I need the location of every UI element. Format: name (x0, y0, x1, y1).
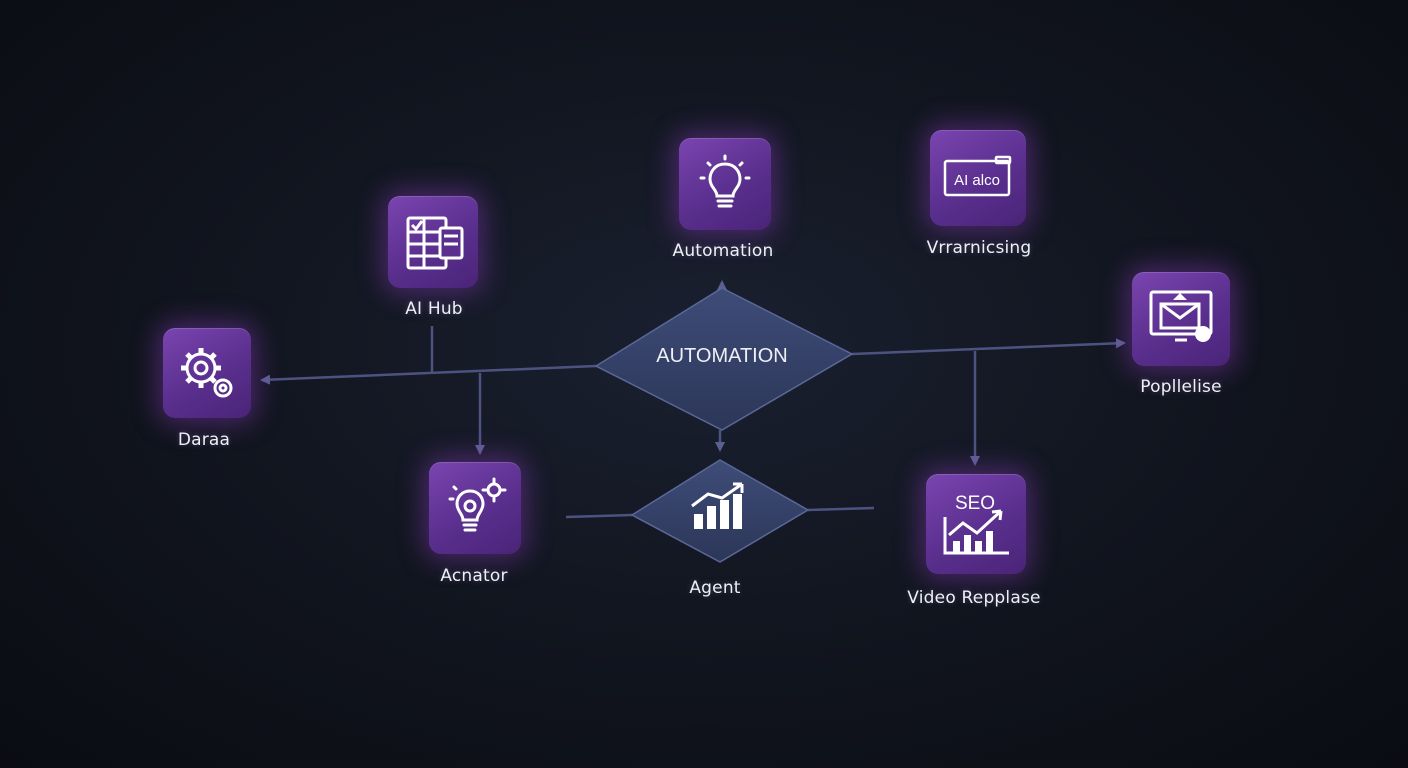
idea-gear-icon (448, 477, 507, 532)
checklist-icon (406, 216, 464, 270)
label-agent: Agent (689, 578, 741, 598)
center-label: AUTOMATION (656, 345, 787, 367)
label-vrarnicsing: Vrrarnicsing (926, 238, 1032, 258)
label-poplielise: Popllelise (1140, 377, 1222, 397)
label-daraa: Daraa (177, 430, 231, 450)
ai-screen-tile[interactable]: AI alco (930, 130, 1026, 226)
lightbulb-tile[interactable] (679, 138, 771, 230)
connector-agent-right (807, 506, 875, 512)
label-video: Video Repplase (907, 588, 1041, 608)
connector-to-daraa (260, 364, 597, 385)
gears-icon (181, 348, 233, 398)
growth-chart-icon (691, 482, 744, 529)
center-diamond (594, 287, 854, 431)
seo-chart-tile[interactable]: SEO (926, 474, 1026, 574)
label-acnator: Acnator (440, 566, 508, 586)
email-monitor-tile[interactable] (1132, 272, 1230, 366)
label-ai-hub: AI Hub (405, 299, 463, 319)
connector-to-poplielise (851, 338, 1126, 356)
seo-text: SEO (955, 493, 995, 514)
lightbulb-icon (699, 154, 751, 208)
email-monitor-icon (1149, 290, 1213, 342)
idea-gear-tile[interactable] (429, 462, 521, 554)
ai-screen-text: AI alco (954, 172, 1000, 189)
ai-screen-icon: AI alco (943, 155, 1012, 197)
connector-agent-left (565, 513, 633, 519)
gears-tile[interactable] (163, 328, 251, 418)
seo-chart-icon: SEO (943, 493, 1009, 555)
checklist-tile[interactable] (388, 196, 478, 288)
label-automation: Automation (672, 241, 774, 261)
